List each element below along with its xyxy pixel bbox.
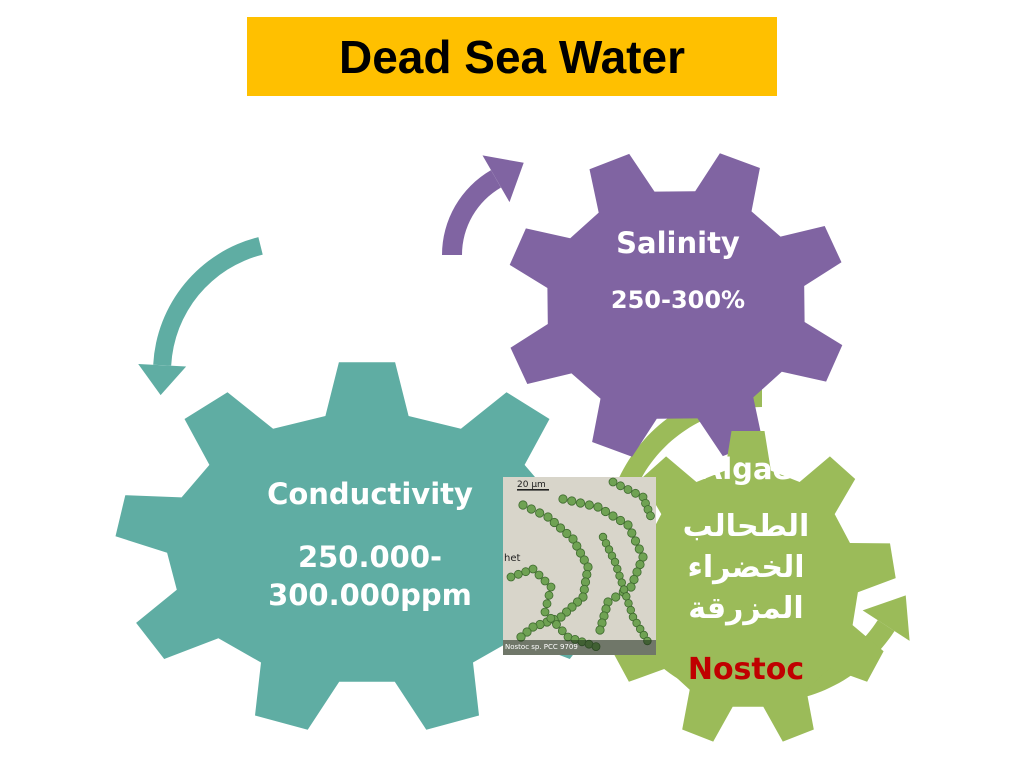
- algae-arrow: [604, 387, 910, 703]
- gears: [115, 153, 896, 742]
- nostoc-filament: [558, 494, 648, 635]
- conductivity-arrow: [138, 237, 263, 396]
- nostoc-filament: [598, 532, 652, 646]
- algae-latin-name: Nostoc: [687, 652, 805, 687]
- conductivity-value: 250.000- 300.000ppm: [268, 540, 472, 612]
- algae-gear: [600, 431, 896, 742]
- scale-bar: [517, 489, 549, 491]
- micrograph-caption: Nostoc sp. PCC 9709: [505, 643, 578, 651]
- micrograph-image: [503, 477, 656, 655]
- algae-arabic-name: الطحالب الخضراء المزرقة: [682, 509, 810, 626]
- title-box: Dead Sea Water: [247, 17, 777, 96]
- nostoc-micrograph: 20 µm het Nostoc sp. PCC 9709: [503, 477, 656, 655]
- salinity-title: Salinity: [616, 226, 740, 260]
- nostoc-filament: [608, 477, 655, 521]
- cycle-arrows: [138, 155, 910, 703]
- conductivity-gear: [115, 362, 619, 730]
- salinity-arrow: [442, 155, 524, 255]
- heterocyst-label: het: [504, 553, 521, 564]
- salinity-gear: [509, 153, 843, 457]
- salinity-value: 250-300%: [610, 286, 746, 314]
- nostoc-filament: [516, 500, 593, 642]
- scale-bar-label: 20 µm: [517, 480, 546, 490]
- page-title: Dead Sea Water: [339, 30, 685, 83]
- conductivity-title: Conductivity: [267, 477, 473, 511]
- algae-title: Algae: [699, 452, 793, 486]
